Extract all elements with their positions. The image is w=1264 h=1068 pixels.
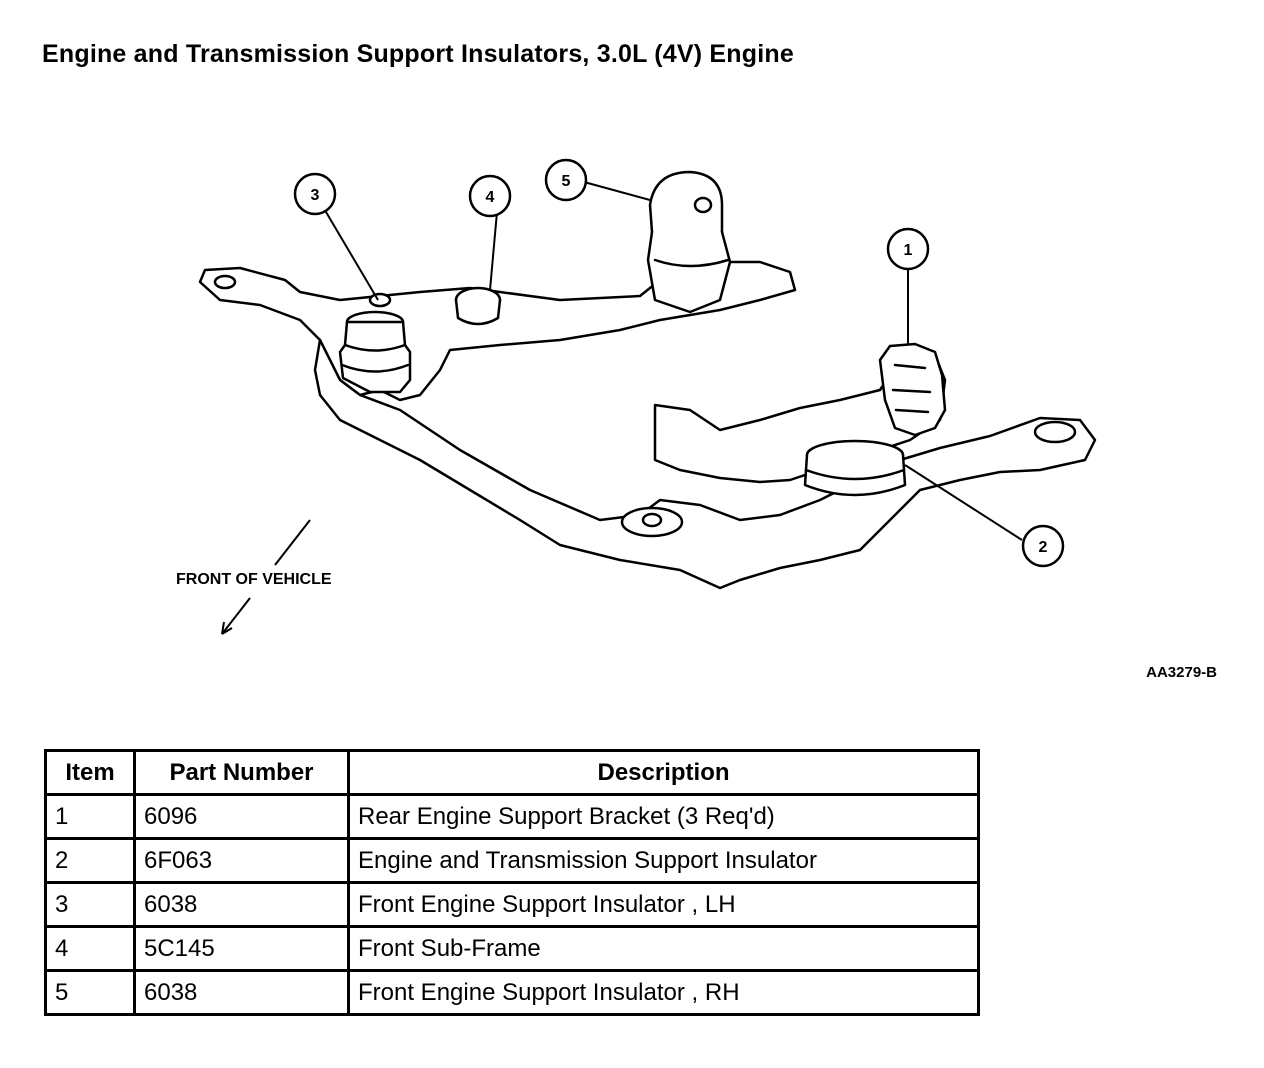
cell-description: Engine and Transmission Support Insulato… — [347, 837, 980, 884]
front-of-vehicle-label: FRONT OF VEHICLE — [176, 571, 332, 588]
callout-4 — [468, 174, 512, 218]
callout-3 — [293, 172, 337, 216]
table-row: 5 6038 Front Engine Support Insulator , … — [44, 969, 980, 1016]
cell-item: 1 — [44, 793, 136, 840]
subframe-bushing — [454, 286, 502, 326]
callout-5 — [544, 158, 588, 202]
front-insulator-lh — [338, 292, 412, 394]
header-description: Description — [347, 749, 980, 796]
cell-item: 5 — [44, 969, 136, 1016]
callout-label-2: 2 — [1039, 539, 1048, 556]
cell-description: Rear Engine Support Bracket (3 Req'd) — [347, 793, 980, 840]
rear-engine-support-bracket — [878, 342, 947, 437]
callout-label-4: 4 — [486, 189, 495, 206]
cell-item: 2 — [44, 837, 136, 884]
cell-part-number: 6F063 — [133, 837, 350, 884]
header-part-number: Part Number — [133, 749, 350, 796]
cell-part-number: 6038 — [133, 881, 350, 928]
parts-table: Item Part Number Description 1 6096 Rear… — [44, 749, 980, 1016]
front-direction-arrow — [221, 519, 311, 635]
cell-item: 4 — [44, 925, 136, 972]
rail-bushing — [213, 274, 1077, 538]
table-row: 1 6096 Rear Engine Support Bracket (3 Re… — [44, 793, 980, 840]
cell-part-number: 5C145 — [133, 925, 350, 972]
cell-part-number: 6096 — [133, 793, 350, 840]
front-insulator-rh — [646, 170, 732, 314]
subframe-diagram: 3 4 5 1 2 FRONT OF VEHICLE AA3279-B — [176, 158, 1217, 681]
callout-2 — [1021, 524, 1065, 568]
header-item: Item — [44, 749, 136, 796]
table-row: 3 6038 Front Engine Support Insulator , … — [44, 881, 980, 928]
callout-label-1: 1 — [904, 242, 913, 259]
callout-label-3: 3 — [311, 187, 320, 204]
cell-description: Front Engine Support Insulator , RH — [347, 969, 980, 1016]
engine-trans-insulator — [803, 439, 907, 497]
cell-item: 3 — [44, 881, 136, 928]
cell-description: Front Engine Support Insulator , LH — [347, 881, 980, 928]
cell-part-number: 6038 — [133, 969, 350, 1016]
cell-description: Front Sub-Frame — [347, 925, 980, 972]
table-header-row: Item Part Number Description — [44, 749, 980, 796]
figure-code: AA3279-B — [1146, 664, 1217, 681]
callout-1 — [886, 227, 930, 271]
page-title: Engine and Transmission Support Insulato… — [42, 40, 794, 68]
table-row: 4 5C145 Front Sub-Frame — [44, 925, 980, 972]
callout-label-5: 5 — [562, 173, 571, 190]
table-row: 2 6F063 Engine and Transmission Support … — [44, 837, 980, 884]
